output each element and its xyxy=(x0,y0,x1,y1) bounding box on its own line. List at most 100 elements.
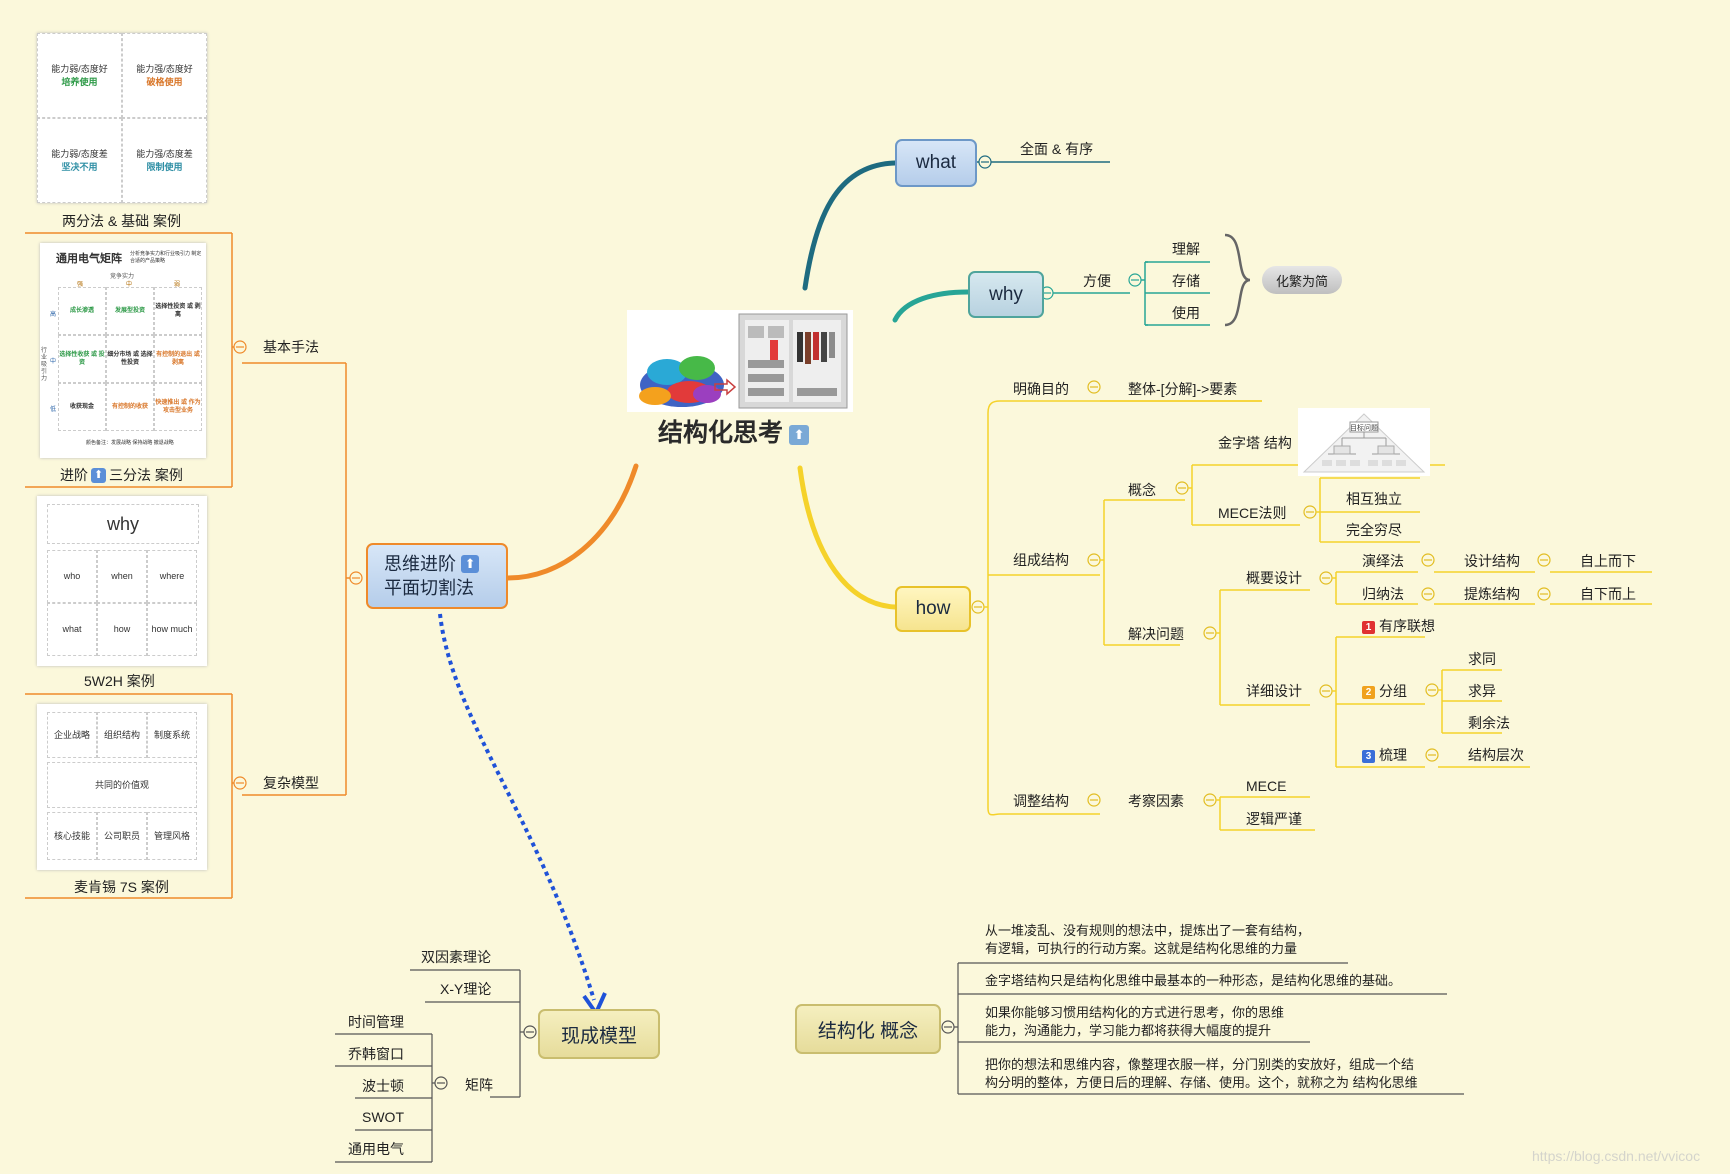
complex-label: 复杂模型 xyxy=(263,775,319,791)
branch-how xyxy=(797,465,898,610)
w2h-when: when xyxy=(97,550,147,603)
why-item-use: 使用 xyxy=(1172,305,1200,321)
overview-row1-method: 演绎法 xyxy=(1362,553,1404,569)
two-way-card: 能力弱/态度好培养使用 能力强/态度好破格使用 能力弱/态度差坚决不用 能力强/… xyxy=(37,33,207,203)
overview-row2-direction: 自下而上 xyxy=(1580,586,1636,602)
matrix-johari: 乔韩窗口 xyxy=(348,1046,404,1062)
how-node[interactable]: how xyxy=(895,586,971,632)
solve-label: 解决问题 xyxy=(1128,626,1184,642)
two-way-cell-1-top: 能力弱/态度好 xyxy=(51,63,108,74)
central-title-text: 结构化思考 xyxy=(658,419,784,447)
ge-matrix-card: 通用电气矩阵 分析竞争实力和行业吸引力 制定合适的产品策略 竞争实力 强 中 弱… xyxy=(40,243,206,458)
ge-cell-3-3: 快速推出 或 作为 攻击型业务 xyxy=(154,383,202,431)
group-rest: 剩余法 xyxy=(1468,715,1510,731)
ge-row-3: 低 xyxy=(50,407,57,413)
central-title[interactable]: 结构化思考⬆ xyxy=(658,418,810,448)
matrix-bcg: 波士顿 xyxy=(362,1078,404,1094)
seven-s-caption: 麦肯锡 7S 案例 xyxy=(74,879,169,895)
seven-s-structure: 组织结构 xyxy=(97,712,147,758)
dependency-arrow xyxy=(438,613,596,1001)
what-child: 全面 & 有序 xyxy=(1020,141,1094,157)
sort-child: 结构层次 xyxy=(1468,747,1524,763)
compose-label: 组成结构 xyxy=(1013,552,1069,568)
mece-item-independent: 相互独立 xyxy=(1346,491,1402,507)
ge-cell-1-2: 发展型投资 xyxy=(106,287,154,335)
advanced-line-2: 平面切割法 xyxy=(384,578,474,598)
model-xy: X-Y理论 xyxy=(440,981,492,997)
two-way-cell-1-bottom: 培养使用 xyxy=(61,76,98,87)
badge-3: 3 xyxy=(1362,750,1375,763)
top-icon: ⬆ xyxy=(789,425,810,445)
advanced-line-1: 思维进阶 ⬆ xyxy=(384,552,480,576)
three-way-caption: 进阶⬆三分法 案例 xyxy=(60,466,183,484)
overview-label: 概要设计 xyxy=(1246,570,1302,586)
concept-note-3a: 如果你能够习惯用结构化的方式进行思考，你的思维 xyxy=(985,1005,1285,1020)
seven-s-style: 管理风格 xyxy=(147,812,197,860)
adjust-item-logic: 逻辑严谨 xyxy=(1246,811,1302,827)
concept-note-4a: 把你的想法和思维内容，像整理衣服一样，分门别类的安放好，组成一个结 xyxy=(985,1057,1415,1072)
watermark: https://blog.csdn.net/vvicoc xyxy=(1532,1148,1701,1164)
concept-node-label: 结构化 概念 xyxy=(817,1020,919,1042)
two-way-cell-2-bottom: 破格使用 xyxy=(146,76,183,87)
branch-advanced xyxy=(505,463,639,581)
seven-s-bottom: 核心技能 公司职员 管理风格 xyxy=(47,812,197,860)
ge-row-2: 中 xyxy=(50,359,57,365)
seven-s-staff: 公司职员 xyxy=(97,812,147,860)
how-label: how xyxy=(915,598,951,619)
why-item-store: 存储 xyxy=(1172,273,1200,289)
two-way-cell-3: 能力弱/态度差坚决不用 xyxy=(37,118,122,203)
w2h-title: why xyxy=(47,504,199,544)
overview-row1-action: 设计结构 xyxy=(1464,553,1520,569)
pyramid-label: 金字塔 结构 xyxy=(1218,435,1292,451)
up-arrow-icon: ⬆ xyxy=(461,555,480,573)
w2h-what: what xyxy=(47,603,97,656)
detail-item-1-label: 有序联想 xyxy=(1379,618,1435,634)
ge-col-1: 强 xyxy=(77,282,84,288)
advanced-node[interactable]: 思维进阶 ⬆ 平面切割法 xyxy=(366,543,508,609)
two-way-cell-4-bottom: 限制使用 xyxy=(146,161,183,172)
w2h-where: where xyxy=(147,550,197,603)
w2h-card: why who when where what how how much xyxy=(37,496,207,666)
summary-label: 化繁为简 xyxy=(1275,273,1328,289)
concept-node[interactable]: 结构化 概念 xyxy=(795,1004,941,1054)
concept-note-2: 金字塔结构只是结构化思维中最基本的一种形态，是结构化思维的基础。 xyxy=(985,973,1402,988)
concept-note-3b: 能力，沟通能力，学习能力都将获得大幅度的提升 xyxy=(985,1023,1272,1038)
advanced-line-1-text: 思维进阶 xyxy=(384,554,456,574)
ge-title: 通用电气矩阵 xyxy=(56,253,122,265)
ge-cell-2-2: 细分市场 或 选择性投资 xyxy=(106,335,154,383)
badge-2: 2 xyxy=(1362,686,1375,699)
ge-cell-1-3: 选择性投资 或 剥离 xyxy=(154,287,202,335)
why-node[interactable]: why xyxy=(968,271,1044,318)
ge-row-1: 高 xyxy=(50,312,57,318)
why-item-understand: 理解 xyxy=(1172,241,1200,257)
ge-cell-2-3: 有控制的退出 或 剥离 xyxy=(154,335,202,383)
adjust-label: 调整结构 xyxy=(1013,793,1069,809)
three-way-caption-prefix: 进阶 xyxy=(60,467,88,483)
adjust-child: 考察因素 xyxy=(1128,793,1184,809)
ge-col-3: 弱 xyxy=(174,282,181,288)
models-node[interactable]: 现成模型 xyxy=(538,1009,660,1059)
what-node[interactable]: what xyxy=(895,139,977,187)
matrix-swot: SWOT xyxy=(362,1109,404,1125)
seven-s-strategy: 企业战略 xyxy=(47,712,97,758)
why-child: 方便 xyxy=(1083,273,1111,289)
two-way-caption: 两分法 & 基础 案例 xyxy=(62,213,182,229)
overview-row2-method: 归纳法 xyxy=(1362,586,1404,602)
why-label: why xyxy=(989,283,1023,305)
model-two-factor: 双因素理论 xyxy=(421,949,491,965)
w2h-caption: 5W2H 案例 xyxy=(84,673,155,689)
seven-s-top: 企业战略 组织结构 制度系统 xyxy=(47,712,197,758)
matrix-time: 时间管理 xyxy=(348,1014,404,1030)
w2h-how: how xyxy=(97,603,147,656)
two-way-cell-1: 能力弱/态度好培养使用 xyxy=(37,33,122,118)
central-image xyxy=(627,310,853,412)
summary-pill[interactable]: 化繁为简 xyxy=(1262,266,1342,294)
overview-row2-action: 提炼结构 xyxy=(1464,586,1520,602)
w2h-how-much: how much xyxy=(147,603,197,656)
ge-cell-2-1: 选择性收获 或 投资 xyxy=(58,335,106,383)
detail-label: 详细设计 xyxy=(1246,683,1302,699)
